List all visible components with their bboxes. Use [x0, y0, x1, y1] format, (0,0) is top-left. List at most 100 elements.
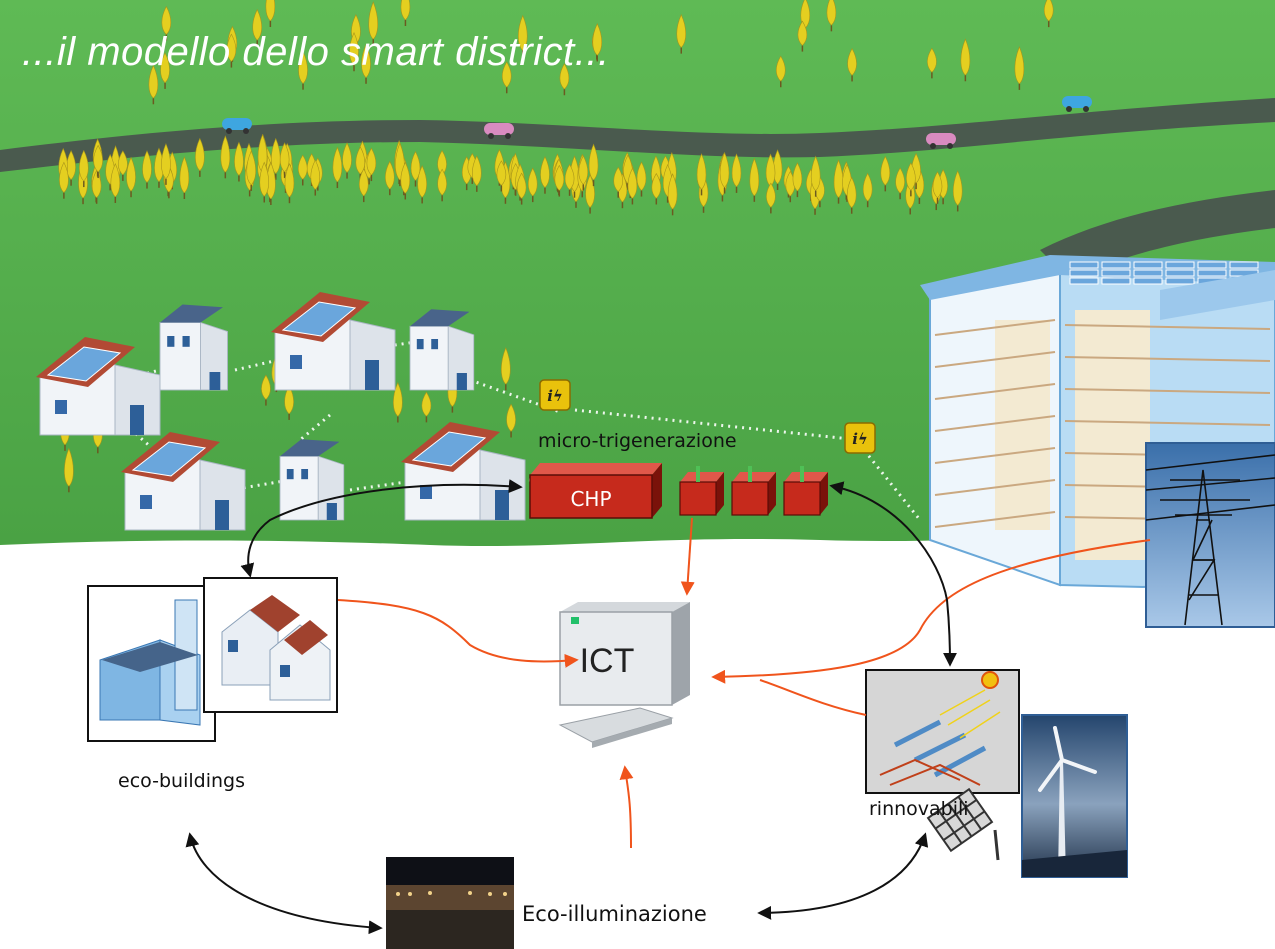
tree-icon — [731, 153, 742, 193]
tree-icon — [797, 20, 808, 52]
tree-icon — [179, 156, 190, 199]
tree-icon — [810, 155, 821, 197]
solar-panel-icon — [926, 787, 994, 853]
tree-icon — [766, 182, 776, 214]
tree-icon — [393, 382, 403, 423]
tree-icon — [960, 38, 971, 82]
tree-icon — [118, 150, 128, 181]
micro-generation-units — [679, 466, 828, 516]
tree-icon — [110, 162, 121, 203]
house-icon — [409, 309, 475, 391]
tree-icon — [500, 347, 511, 391]
eco-illuminazione-label: Eco-illuminazione — [522, 902, 707, 926]
diagram-title: ...il modello dello smart district... — [22, 30, 610, 74]
tree-icon — [636, 161, 647, 197]
tree-icon — [496, 160, 507, 192]
tree-icon — [667, 173, 678, 216]
car-icon — [222, 118, 252, 134]
svg-text:iϟ: iϟ — [547, 387, 563, 405]
tree-icon — [366, 147, 377, 182]
tree-icon — [161, 5, 172, 41]
ict-label: ICT — [580, 642, 635, 680]
tree-icon — [833, 159, 844, 204]
control-links — [185, 479, 957, 935]
tree-icon — [332, 146, 343, 189]
eco-buildings-label: eco-buildings — [118, 770, 245, 792]
charging-station-icon: iϟ — [539, 379, 571, 411]
house-icon — [36, 337, 161, 436]
tree-icon — [952, 170, 963, 212]
chp-unit: CHP — [529, 463, 662, 519]
micro-generator-icon — [731, 466, 776, 516]
power-pylon-photo — [1145, 442, 1275, 628]
tree-icon — [506, 403, 516, 438]
tree-icon — [148, 64, 159, 105]
tree-icon — [585, 174, 595, 214]
tree-icon — [246, 150, 257, 191]
tree-icon — [220, 135, 231, 179]
micro-generator-icon — [679, 466, 724, 516]
tree-icon — [298, 50, 308, 90]
svg-text:iϟ: iϟ — [852, 430, 868, 448]
tree-icon — [516, 172, 527, 205]
tree-icon — [234, 141, 244, 182]
chp-label: CHP — [570, 487, 611, 511]
car-icon — [1062, 96, 1092, 112]
tree-icon — [676, 14, 687, 54]
tree-icon — [906, 162, 916, 197]
tree-icon — [349, 31, 359, 72]
tree-icon — [772, 149, 783, 190]
tree-icon — [927, 47, 937, 79]
tree-icon — [592, 23, 603, 62]
tree-icon — [588, 143, 599, 187]
tree-icon — [862, 172, 873, 208]
tree-icon — [91, 169, 102, 204]
tree-icon — [792, 162, 803, 198]
tree-icon — [696, 153, 707, 196]
tree-forest — [58, 0, 1057, 533]
tree-icon — [719, 151, 730, 194]
house-icon — [159, 304, 228, 391]
tree-icon — [64, 447, 74, 493]
tree-icon — [400, 0, 411, 27]
tree-icon — [160, 52, 170, 89]
tree-icon — [417, 165, 427, 204]
tree-icon — [59, 161, 69, 199]
tree-icon — [880, 155, 891, 192]
tree-icon — [578, 155, 589, 191]
charging-station-icon: iϟ — [844, 422, 876, 454]
tree-icon — [421, 391, 432, 423]
tree-icon — [613, 166, 624, 198]
tree-icon — [385, 160, 395, 196]
tree-icon — [564, 163, 575, 196]
house-icon — [121, 432, 246, 531]
tree-icon — [284, 385, 294, 420]
micro-trigenerazione-label: micro-trigenerazione — [538, 430, 737, 452]
tree-icon — [310, 159, 321, 196]
tree-icon — [400, 161, 411, 200]
tree-icon — [78, 149, 89, 188]
tree-icon — [651, 173, 662, 205]
tree-icon — [342, 142, 352, 179]
tree-icon — [265, 0, 276, 28]
tree-icon — [1043, 0, 1054, 28]
tree-icon — [627, 167, 638, 205]
tree-icon — [126, 156, 136, 198]
rinnovabili-label: rinnovabili — [869, 798, 969, 820]
tree-icon — [527, 167, 538, 203]
tree-icon — [226, 33, 237, 68]
car-icon — [484, 123, 514, 139]
car-icon — [926, 133, 956, 149]
eco-illumination-photo — [386, 857, 514, 949]
tree-icon — [559, 63, 570, 96]
tree-icon — [846, 176, 857, 214]
renewables-illustration — [865, 669, 1020, 794]
tree-icon — [259, 161, 270, 203]
tree-icon — [410, 150, 421, 187]
tree-icon — [847, 48, 857, 82]
tree-icon — [749, 157, 760, 202]
tree-icon — [261, 374, 271, 406]
tree-icon — [161, 143, 171, 185]
tree-icon — [284, 162, 295, 204]
tree-icon — [358, 168, 369, 203]
